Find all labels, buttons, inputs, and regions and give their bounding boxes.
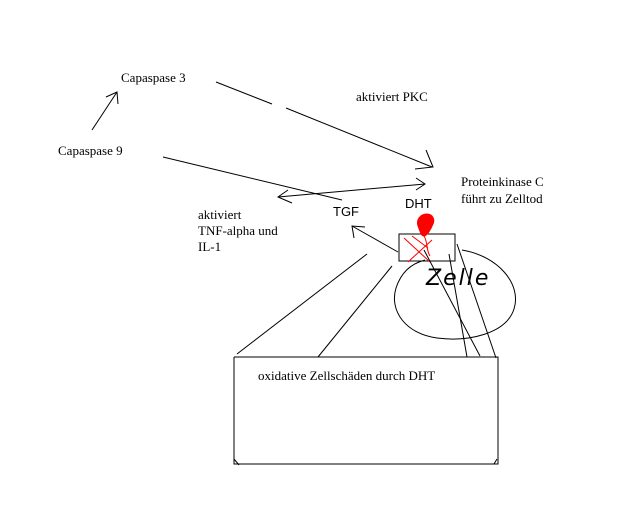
tnf-label-line3: IL-1 bbox=[198, 239, 222, 254]
arrow-caspase9-to-caspase3 bbox=[91, 91, 119, 131]
tnf-label-line1: aktiviert bbox=[198, 207, 242, 222]
tgf-label: TGF bbox=[333, 204, 359, 219]
dht-label: DHT bbox=[405, 196, 432, 211]
line-caspase9-to-tgf bbox=[162, 156, 343, 201]
dht-molecule-blob bbox=[417, 213, 435, 237]
caspase3-label: Capaspase 3 bbox=[121, 70, 186, 85]
zoom-detail-box bbox=[233, 356, 499, 466]
tnf-label-line2: TNF-alpha und bbox=[198, 223, 278, 238]
zoom-projection-lines bbox=[236, 243, 497, 359]
arrow-dht-to-tgf bbox=[351, 225, 399, 253]
caspase9-label: Capaspase 9 bbox=[58, 143, 123, 158]
arrow-double-tgf-pkc bbox=[276, 177, 426, 204]
pkc-label-line1: Proteinkinase C bbox=[461, 174, 544, 189]
cross-mark bbox=[403, 235, 433, 263]
arrow-caspase3-to-pkc bbox=[215, 81, 434, 170]
cell-outline bbox=[394, 249, 516, 340]
cell-label: Zelle bbox=[426, 266, 491, 291]
zoom-box-caption: oxidative Zellschäden durch DHT bbox=[258, 368, 436, 383]
pkc-activation-label: aktiviert PKC bbox=[356, 89, 428, 104]
pkc-label-line2: führt zu Zelltod bbox=[461, 191, 543, 206]
